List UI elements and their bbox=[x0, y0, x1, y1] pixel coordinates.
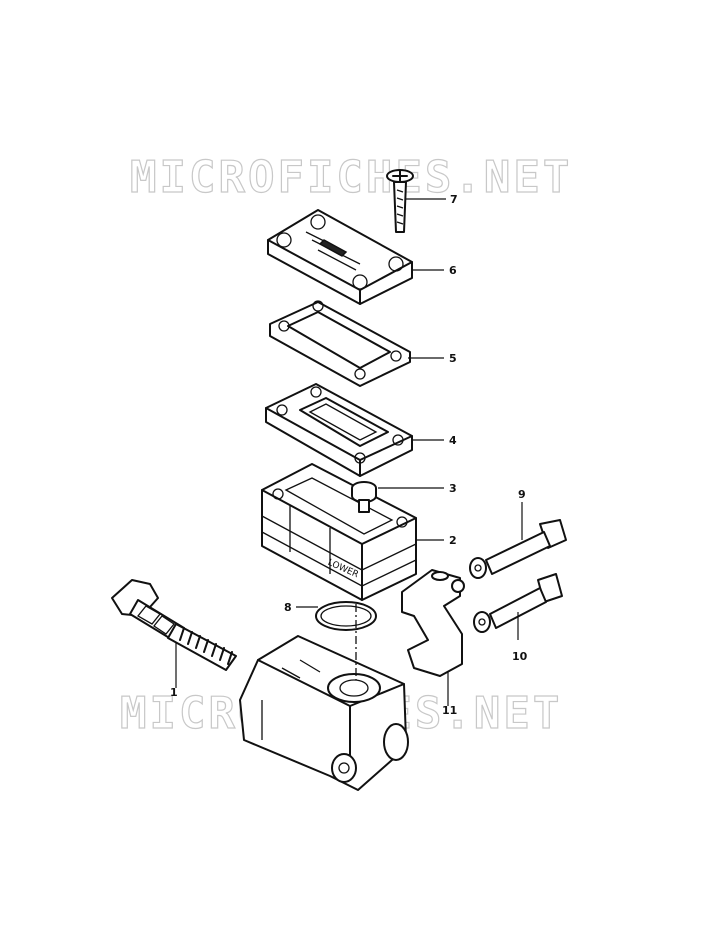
part-11-clamp bbox=[401, 569, 465, 677]
part-7-screw bbox=[386, 169, 414, 233]
part-1-piston-assembly bbox=[111, 579, 237, 671]
callout-5: 5 bbox=[449, 352, 457, 365]
callout-1: 1 bbox=[170, 686, 178, 699]
part-6-cap-plate bbox=[267, 209, 413, 305]
leader-lines bbox=[175, 198, 523, 706]
part-3-plug-screw bbox=[351, 481, 377, 513]
part-2-reservoir-body: LOWER bbox=[261, 463, 417, 601]
callout-9: 9 bbox=[518, 488, 526, 501]
part-9-bolt bbox=[469, 519, 567, 579]
master-cylinder-body bbox=[239, 635, 409, 791]
callout-6: 6 bbox=[449, 264, 457, 277]
callout-11: 11 bbox=[442, 704, 457, 717]
callout-3: 3 bbox=[449, 482, 457, 495]
callout-8: 8 bbox=[284, 601, 292, 614]
callout-4: 4 bbox=[449, 434, 457, 447]
part-10-bolt bbox=[473, 573, 563, 633]
part-4-diaphragm bbox=[265, 383, 413, 477]
callout-2: 2 bbox=[449, 534, 457, 547]
part-8-o-ring bbox=[315, 601, 377, 631]
callout-7: 7 bbox=[450, 193, 458, 206]
callout-10: 10 bbox=[512, 650, 528, 663]
watermark-top: MICROFICHES.NET bbox=[130, 152, 572, 203]
part-5-gasket bbox=[269, 300, 411, 387]
